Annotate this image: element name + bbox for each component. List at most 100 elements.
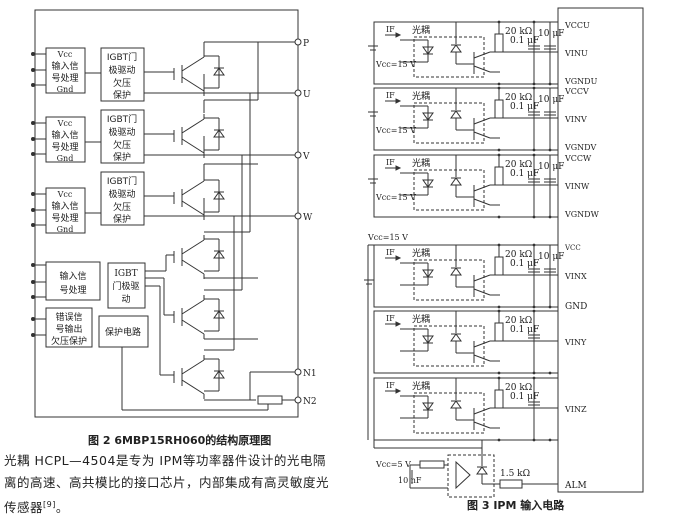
resistor-label: 20 kΩ [505,316,532,326]
pin-label: VCCU [564,21,590,30]
paragraph-end: 。 [55,500,69,516]
input-label: 输入信 [51,200,78,212]
section-frame [373,154,559,218]
diode-icon [422,179,434,188]
diode-triangle [422,335,434,344]
pin-dot [31,223,35,227]
optocoupler-package [413,392,485,434]
arrowhead [395,32,402,38]
terminal-label-p: P [303,39,309,49]
junction-dot [532,148,536,152]
wire [473,354,491,362]
pin-dot [31,152,35,156]
diode-triangle [450,267,462,276]
diode-icon [450,267,462,276]
terminal-p-icon [294,38,302,46]
wire [181,200,205,216]
current-label-if: IF [386,25,395,34]
wire [473,274,491,282]
capacitor-label: 10 μF [538,29,564,39]
igbt-with-freewheel-diode-icon [173,114,225,158]
wire [473,131,491,139]
resistor-label: 20 kΩ [505,27,532,37]
junction-dot [497,153,501,157]
pin-dot [31,137,35,141]
wire [181,76,205,92]
input-label: 号处理 [51,141,78,153]
input-label: 输入信 [51,60,78,72]
junction-dot [548,148,552,152]
pin-dot [31,68,35,72]
arrowhead [395,255,402,261]
pin-label: VGNDU [564,77,598,86]
driver-label: IGBT门 [107,113,137,125]
label: IGBT [114,269,137,279]
capacitor-label: 0.1 μF [510,102,539,112]
label: 保护电路 [105,326,141,338]
wire [473,407,491,415]
junction-dot [532,215,536,219]
current-label-if: IF [386,158,395,167]
diode-triangle [213,250,225,259]
junction-dot [532,438,536,442]
diode-icon [450,110,462,119]
optocoupler-label: 光耦 [412,313,430,325]
diode-triangle [422,46,434,55]
pull-up-resistor-icon [494,389,504,409]
resistor-label: 20 kΩ [505,93,532,103]
diode-icon [213,129,225,138]
junction-dot [532,153,536,157]
gnd-label: Gnd [57,85,74,94]
section-frame [373,310,559,374]
diode-triangle [450,44,462,53]
junction-dot [497,309,501,313]
optocoupler-package [413,325,485,367]
diode-triangle [450,400,462,409]
pin-label: VINX [564,272,587,281]
capacitor-label: 0.1 μF [510,36,539,46]
igbt-with-freewheel-diode-icon [173,355,225,399]
capacitor-label: 0.1 μF [510,325,539,335]
input-label: 号处理 [51,72,78,84]
label: 欠压保护 [51,335,87,347]
driver-label: 欠压 [113,201,131,213]
gnd-label: Gnd [57,154,74,163]
terminal-label-n2: N2 [303,397,317,407]
label: 输入信 [59,270,86,282]
junction-dot [532,376,536,380]
figure-3-caption: 图 3 IPM 输入电路 [467,499,565,512]
shunt-resistor-icon [257,395,283,405]
diode-triangle [213,67,225,76]
diode-icon [422,269,434,278]
wire [181,180,205,196]
diode-triangle [213,310,225,319]
terminal-n2-icon [294,396,302,404]
diode-icon [213,370,225,379]
diode-icon [450,44,462,53]
terminal-v-icon [294,151,302,159]
capacitor-label: 0.1 μF [510,392,539,402]
figure-2-ipm-structure-diagram: Vcc输入信号处理GndIGBT门极驱动欠压保护Vcc输入信号处理GndIGBT… [31,9,317,418]
label: 动 [121,294,130,305]
diode-triangle [450,177,462,186]
resistor-label: 20 kΩ [505,383,532,393]
figure-2-caption: 图 2 6MBP15RH060的结构原理图 [88,434,272,447]
diode-icon [450,400,462,409]
wire [473,117,491,125]
label: 号输出 [55,323,82,335]
pin-dot [31,263,35,267]
citation-ref[interactable]: [9] [43,500,56,509]
optocoupler-package [413,102,485,144]
pin-dot [31,52,35,56]
wire [181,359,205,375]
junction-dot [497,86,501,90]
current-label-if: IF [386,314,395,323]
terminal-label-u: U [303,90,311,100]
wire [473,421,491,429]
current-label-if: IF [386,91,395,100]
optocoupler-input-section: IF 光耦 20 kΩ0.1 μF [373,309,559,375]
diode-triangle [476,466,488,475]
section-frame [373,87,559,151]
